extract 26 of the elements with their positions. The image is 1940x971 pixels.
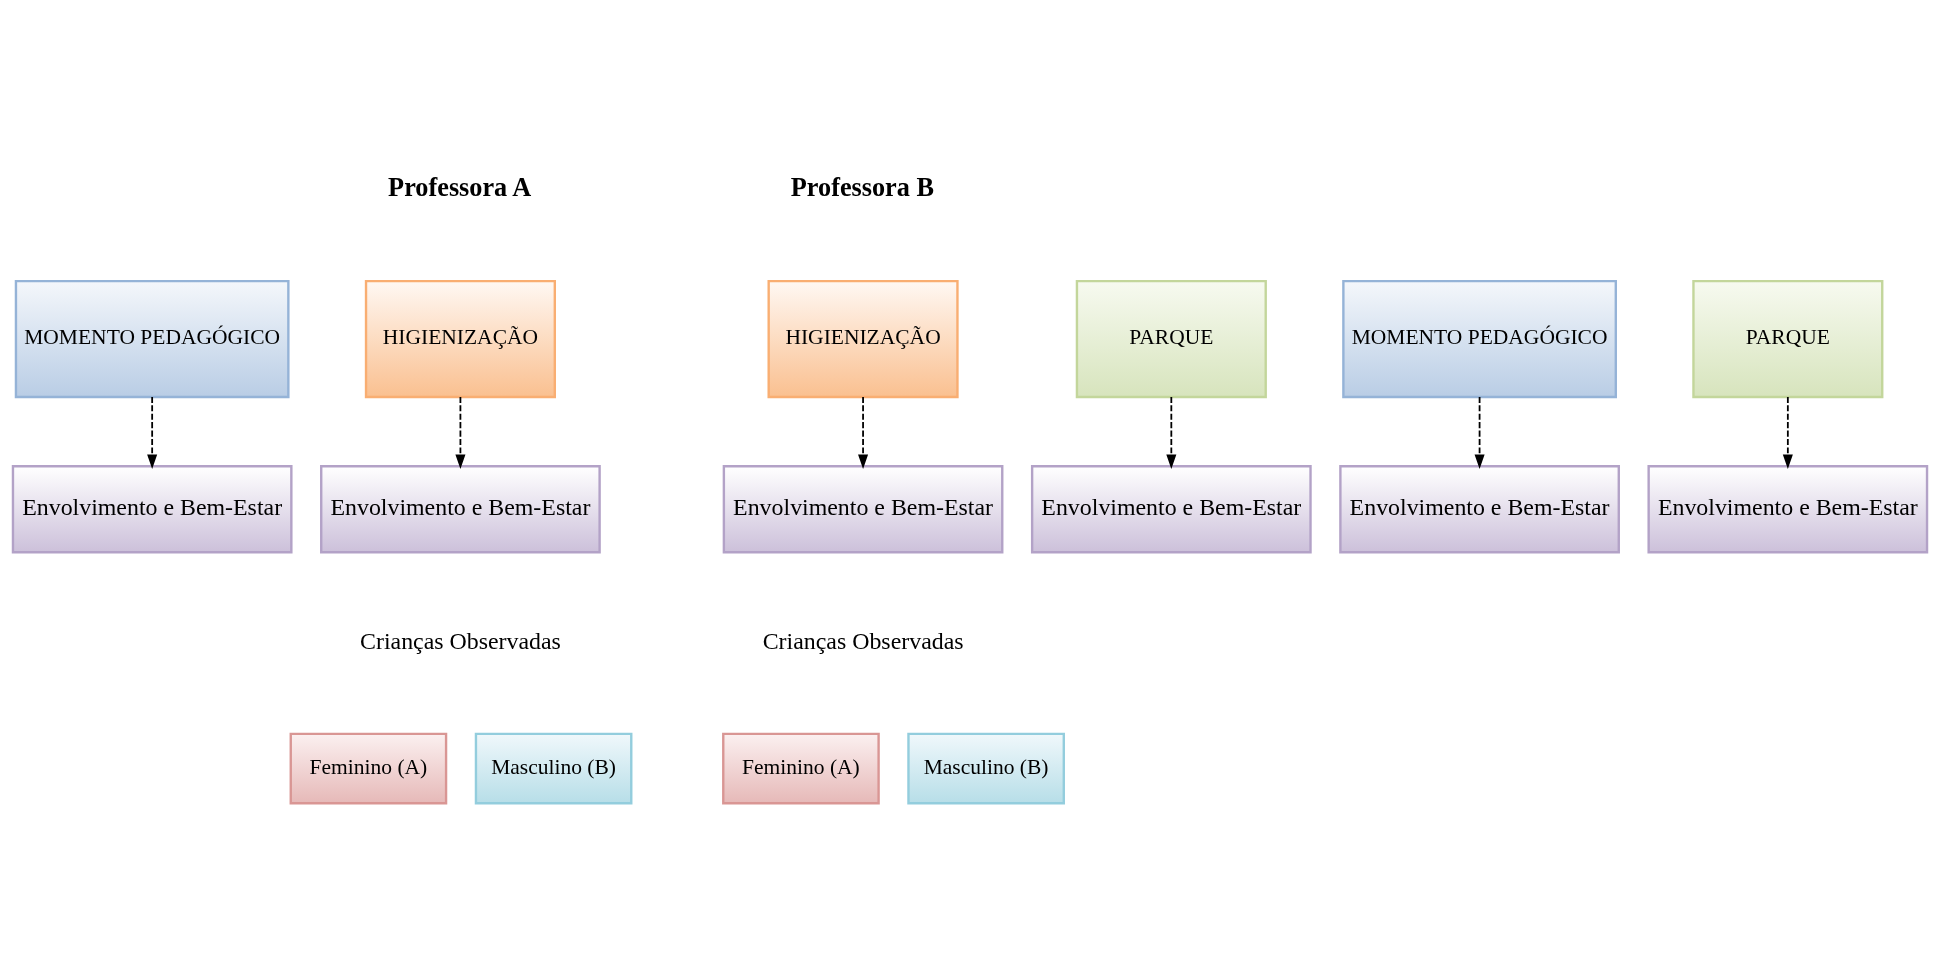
node-box: MOMENTO PEDAGÓGICO	[14, 279, 290, 398]
node-box: MOMENTO PEDAGÓGICO	[1342, 279, 1617, 398]
label: Crianças Observadas	[360, 627, 561, 654]
node-box: HIGIENIZAÇÃO	[364, 279, 556, 398]
arrow	[1166, 395, 1177, 469]
arrow	[858, 395, 869, 469]
arrow	[1782, 395, 1793, 469]
node-box: Feminino (A)	[289, 732, 448, 804]
node-box: Feminino (A)	[722, 732, 880, 804]
arrow	[455, 395, 466, 469]
node-box: Envolvimento e Bem-Estar	[1030, 464, 1312, 553]
node-box: PARQUE	[1075, 279, 1267, 398]
node-box: Envolvimento e Bem-Estar	[722, 464, 1004, 553]
node-box: Envolvimento e Bem-Estar	[1339, 464, 1620, 553]
node-box: Masculino (B)	[907, 732, 1065, 804]
label: Professora A	[388, 172, 532, 202]
node-box: Envolvimento e Bem-Estar	[320, 464, 601, 553]
label: Professora B	[790, 172, 934, 202]
node-box: HIGIENIZAÇÃO	[767, 279, 959, 398]
node-box: PARQUE	[1692, 279, 1884, 398]
arrow	[1474, 395, 1485, 469]
node-box: Masculino (B)	[474, 732, 633, 804]
arrow	[147, 395, 158, 469]
node-box: Envolvimento e Bem-Estar	[1647, 464, 1929, 553]
label: Crianças Observadas	[762, 627, 964, 654]
node-box: Envolvimento e Bem-Estar	[11, 464, 293, 553]
